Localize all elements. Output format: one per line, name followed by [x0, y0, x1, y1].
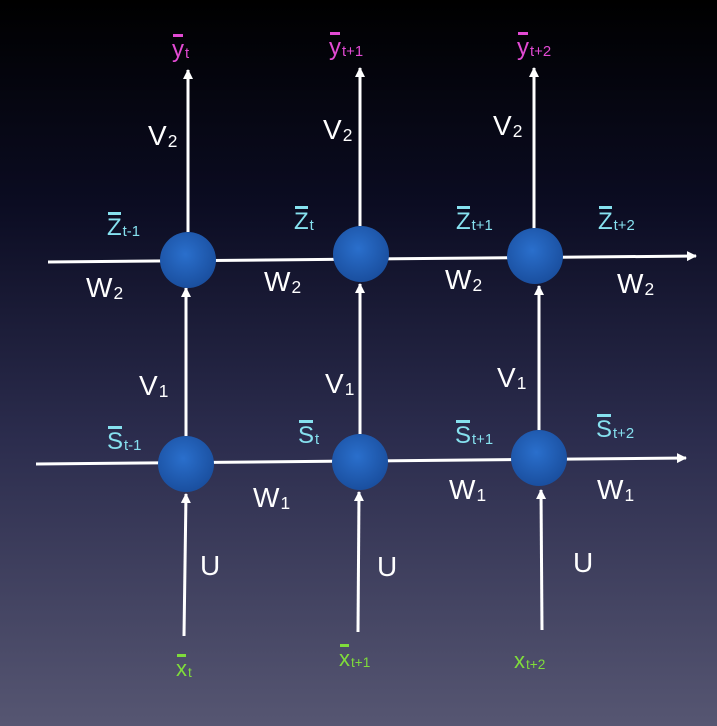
u-label-3: U	[573, 547, 594, 578]
v2-label-1: V2	[148, 120, 178, 151]
v2-label-2: V2	[323, 114, 353, 145]
s-label-t: St	[298, 420, 320, 449]
input-label-t-plus-2: xt+2	[514, 648, 546, 673]
z-label-t-plus-1: Zt+1	[456, 206, 493, 235]
v2-label-3: V2	[493, 110, 523, 141]
w2-label-1: W2	[86, 272, 124, 303]
lower-node-3	[511, 430, 567, 486]
u-label-2: U	[377, 551, 398, 582]
output-label-t-plus-2: yt+2	[517, 32, 552, 61]
upper-node-1	[160, 232, 216, 288]
w2-label-4: W2	[617, 268, 655, 299]
s-label-t-plus-1: St+1	[455, 420, 494, 449]
w2-label-3: W2	[445, 264, 483, 295]
output-label-t-plus-1: yt+1	[329, 32, 364, 61]
z-label-t: Zt	[294, 206, 314, 235]
w2-label-2: W2	[264, 266, 302, 297]
output-label-t: yt	[172, 34, 190, 63]
input-arrow-3	[536, 489, 547, 631]
input-label-t: xt	[176, 654, 192, 681]
lower-node-1	[158, 436, 214, 492]
s-label-t-minus-1: St-1	[107, 426, 142, 455]
z-label-t-plus-2: Zt+2	[598, 206, 635, 235]
upper-node-3	[507, 228, 563, 284]
v1-label-1: V1	[139, 370, 169, 401]
s-label-t-plus-2: St+2	[596, 414, 635, 443]
u-label-1: U	[200, 550, 221, 581]
lower-node-2	[332, 434, 388, 490]
input-arrow-1	[180, 493, 191, 637]
input-label-t-plus-1: xt+1	[339, 644, 371, 671]
v1-label-3: V1	[497, 362, 527, 393]
w1-label-1: W1	[253, 482, 291, 513]
input-arrow-2	[353, 491, 364, 633]
w1-label-2: W1	[449, 474, 487, 505]
upper-node-2	[333, 226, 389, 282]
z-label-t-minus-1: Zt-1	[107, 212, 141, 241]
w1-label-3: W1	[597, 474, 635, 505]
v1-label-2: V1	[325, 368, 355, 399]
